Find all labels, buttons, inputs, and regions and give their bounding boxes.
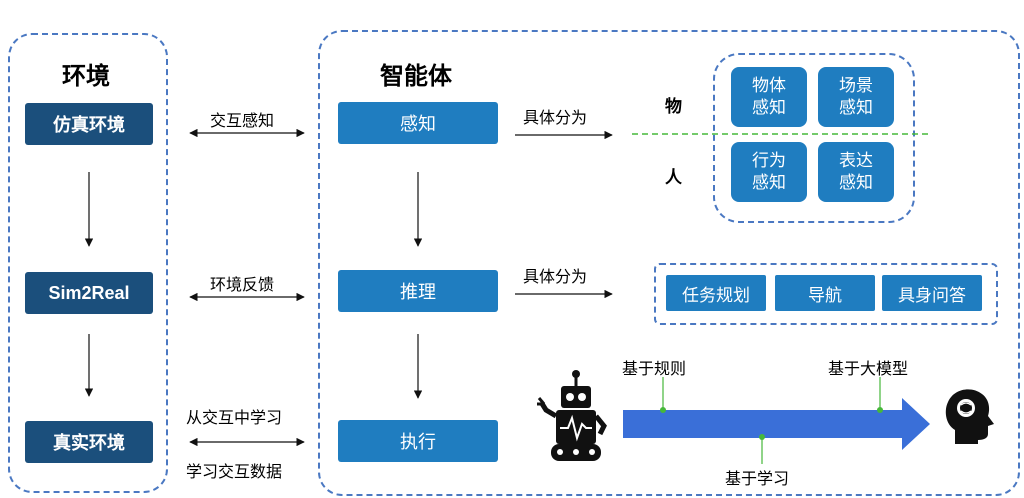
navigation-box: 导航 [775,275,875,311]
learn-from-interaction-label: 从交互中学习 [186,408,283,427]
scene-perception-line2: 感知 [839,98,873,118]
object-perception-line1: 物体 [752,76,786,96]
sim2real-box: Sim2Real [25,272,153,314]
scene-perception-line1: 场景 [839,76,873,96]
rule-based-label: 基于规则 [622,359,687,378]
execution-box: 执行 [338,420,498,462]
learning-based-label: 基于学习 [725,469,790,488]
split-label-reasoning: 具体分为 [523,267,588,286]
agent-title: 智能体 [380,62,452,90]
object-row-label: 物 [665,97,682,117]
real-environment-box: 真实环境 [25,421,153,463]
brain-head-icon [945,389,994,444]
learn-interaction-data-label: 学习交互数据 [186,462,283,481]
behavior-perception-line1: 行为 [752,151,786,171]
behavior-perception-line2: 感知 [752,173,786,193]
interaction-perception-label: 交互感知 [210,111,275,130]
learning-based-dot [759,434,765,440]
object-perception-box: 物体 感知 [731,67,807,127]
environment-title: 环境 [62,62,110,90]
reasoning-box: 推理 [338,270,498,312]
perception-box: 感知 [338,102,498,144]
task-planning-box: 任务规划 [666,275,766,311]
behavior-perception-box: 行为 感知 [731,142,807,202]
expression-perception-line1: 表达 [839,151,873,171]
simulation-environment-box: 仿真环境 [25,103,153,145]
split-label-perception: 具体分为 [523,108,588,127]
scene-perception-box: 场景 感知 [818,67,894,127]
embodied-qa-box: 具身问答 [882,275,982,311]
llm-based-label: 基于大模型 [828,359,909,378]
environment-feedback-label: 环境反馈 [210,275,275,294]
perception-subpanel [713,53,915,223]
robot-icon [537,370,607,461]
human-row-label: 人 [665,168,682,188]
execution-timeline-arrow [623,398,930,450]
llm-based-dot [877,407,883,413]
agent-panel [318,30,1020,496]
object-perception-line2: 感知 [752,98,786,118]
expression-perception-line2: 感知 [839,173,873,193]
rule-based-dot [660,407,666,413]
reasoning-subpanel [654,263,998,325]
environment-panel [8,33,168,493]
expression-perception-box: 表达 感知 [818,142,894,202]
